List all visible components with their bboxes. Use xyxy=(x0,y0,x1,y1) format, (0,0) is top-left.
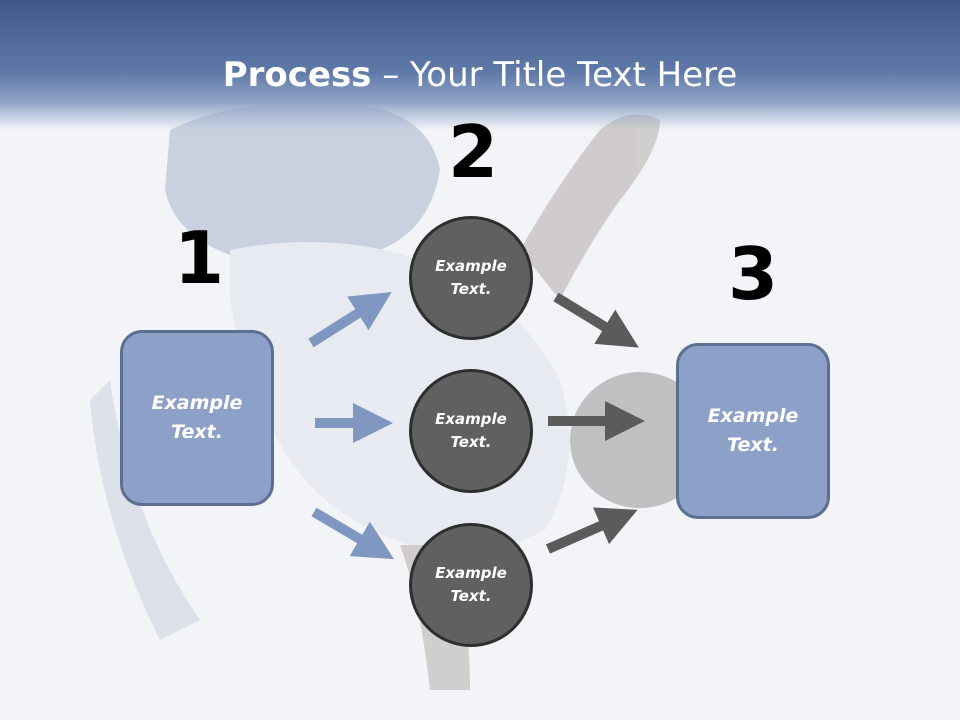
step-number-1: 1 xyxy=(173,216,225,300)
title-rest: – Your Title Text Here xyxy=(371,55,738,95)
left-box-label: Example Text. xyxy=(151,392,243,443)
circle-1-label: Example Text. xyxy=(435,257,507,298)
right-box-label: Example Text. xyxy=(707,405,799,456)
arrow-box1-to-circle1 xyxy=(308,292,392,348)
arrow-circle3-to-box3 xyxy=(545,507,638,554)
circle-3-label: Example Text. xyxy=(435,564,507,605)
title-bar xyxy=(0,0,960,130)
left-box: Example Text. xyxy=(120,330,274,506)
circle-1: Example Text. xyxy=(409,216,533,340)
step-number-2: 2 xyxy=(447,110,499,194)
slide-title: Process – Your Title Text Here xyxy=(0,52,960,98)
title-bold: Process xyxy=(222,55,372,95)
right-box: Example Text. xyxy=(676,343,830,519)
step-number-3: 3 xyxy=(727,232,779,316)
circle-3: Example Text. xyxy=(409,523,533,647)
circle-2-label: Example Text. xyxy=(435,410,507,451)
circle-2: Example Text. xyxy=(409,369,533,493)
arrow-box1-to-circle3 xyxy=(311,507,395,560)
arrow-circle1-to-box3 xyxy=(553,292,639,348)
